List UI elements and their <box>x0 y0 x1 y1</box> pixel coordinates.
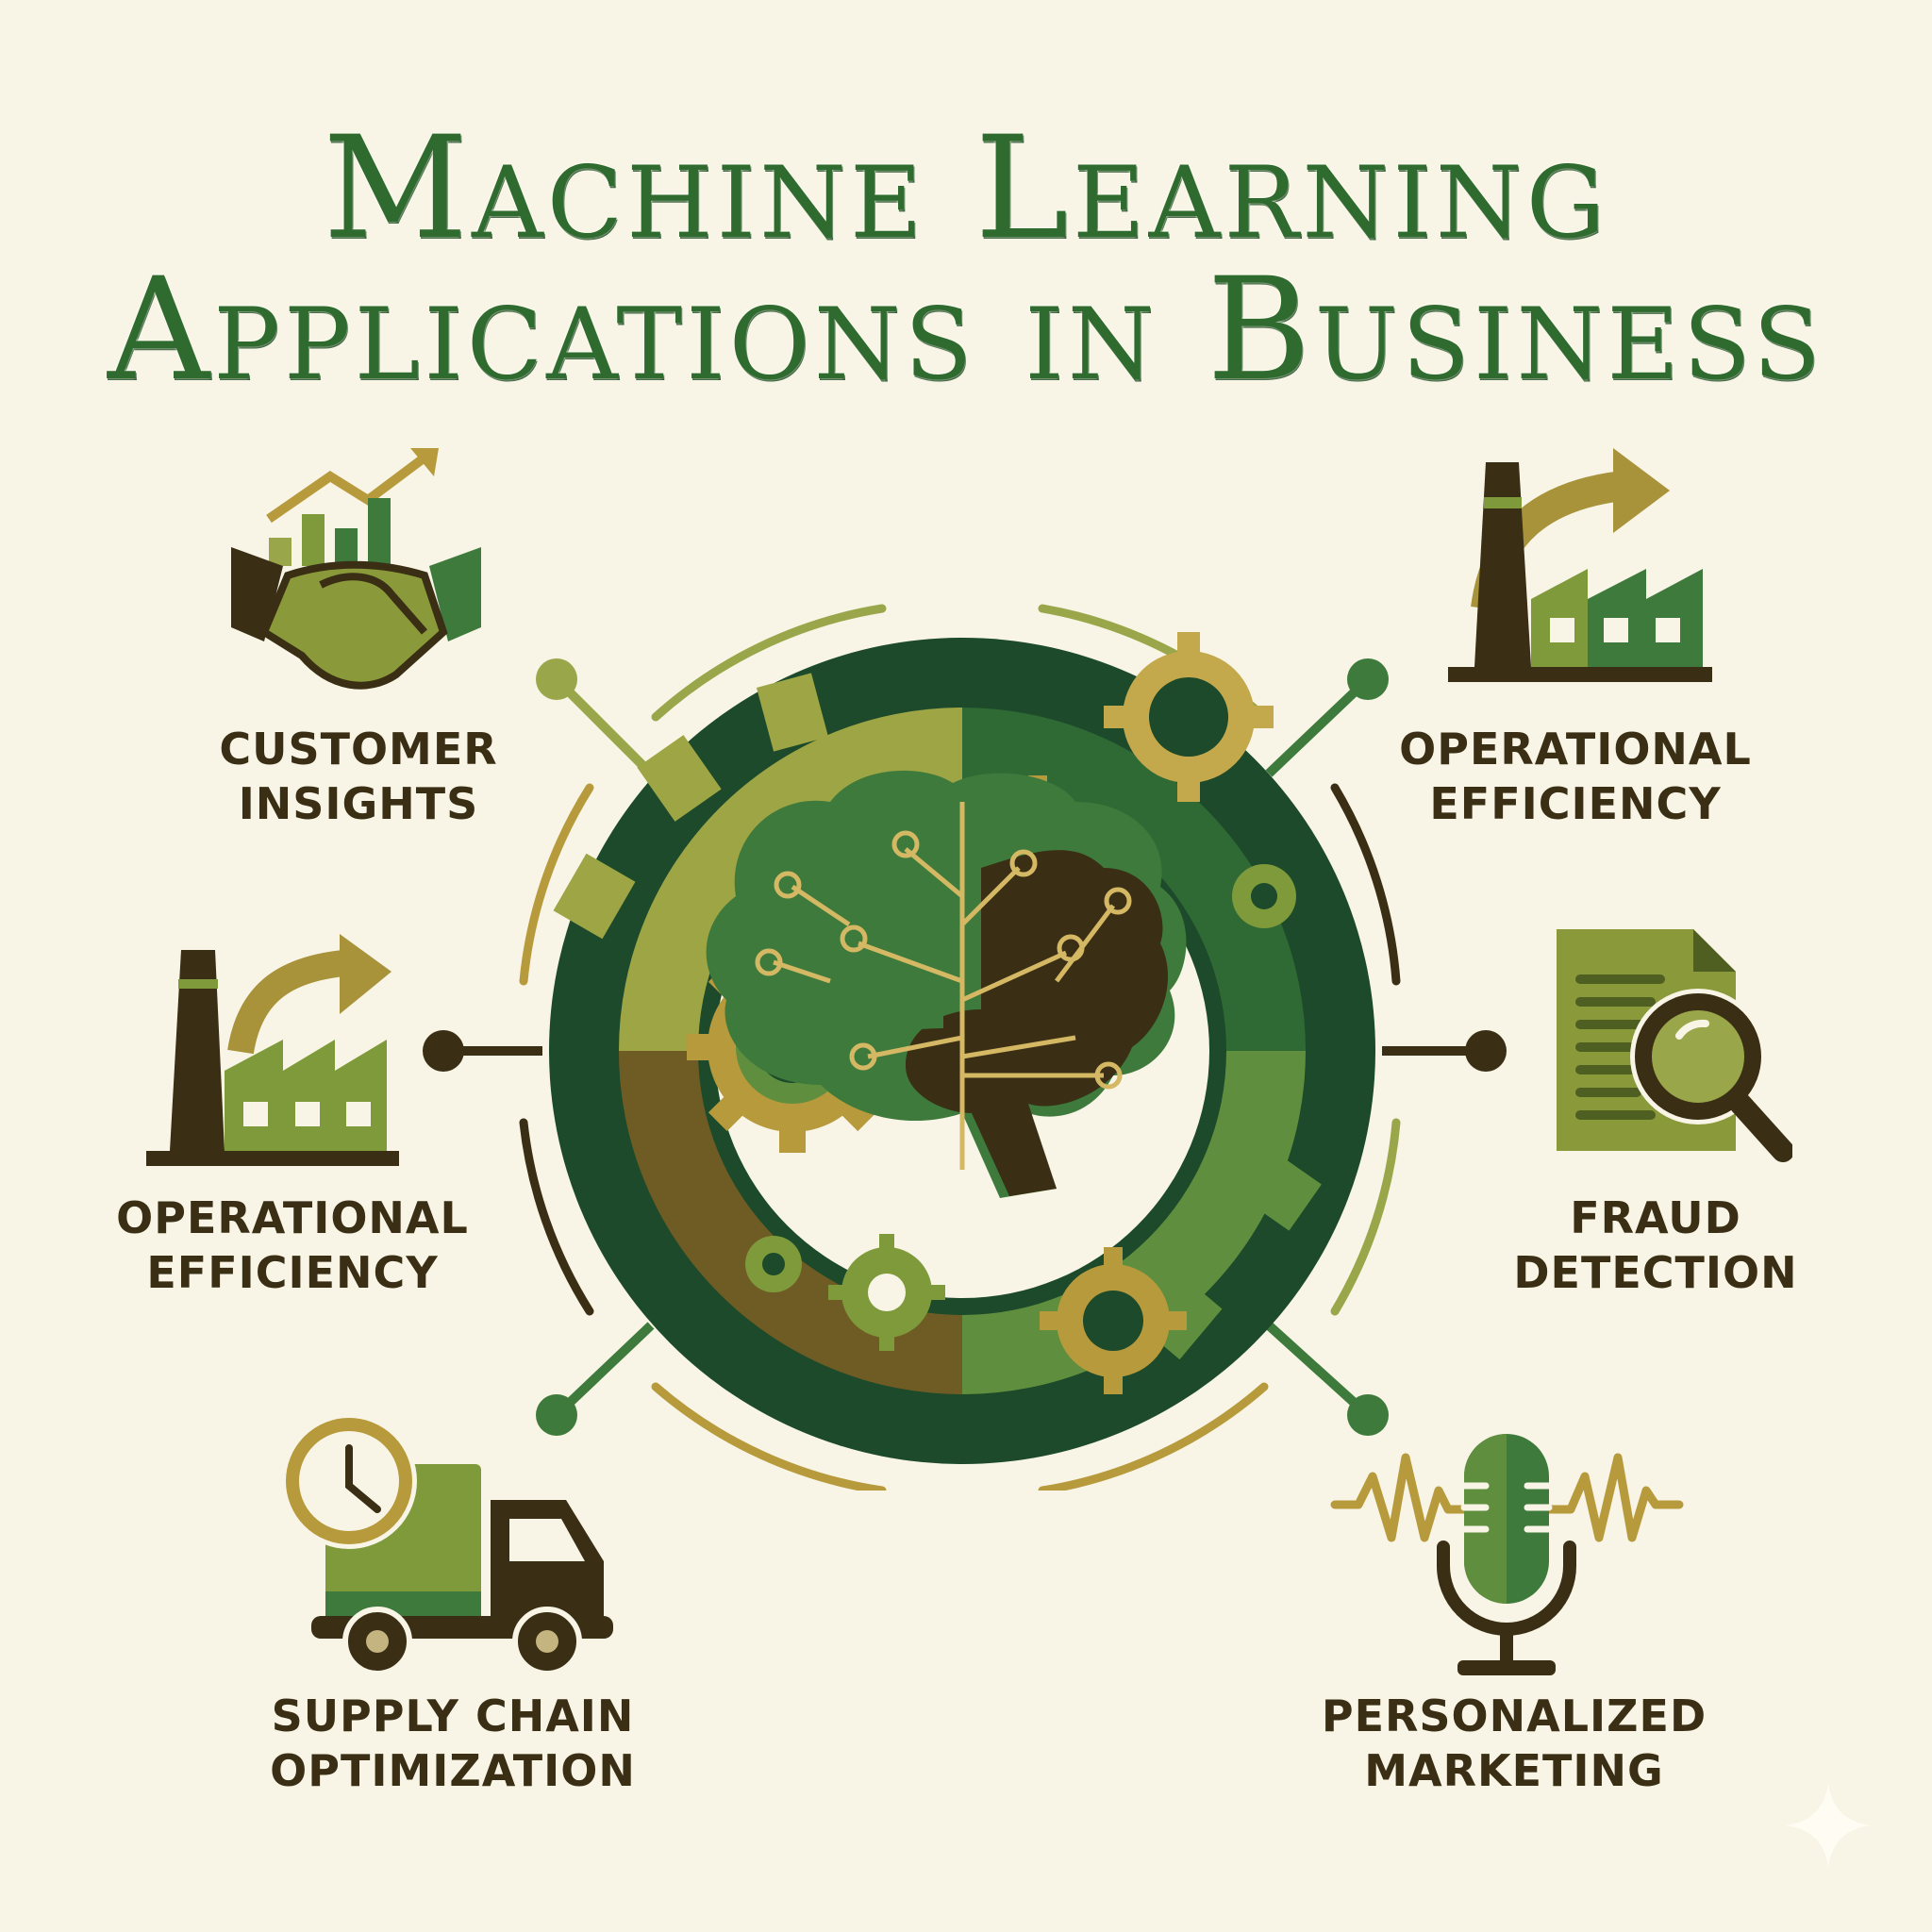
page-title-line-2: Applications in Business <box>107 248 1825 412</box>
sparkle-icon <box>1781 1778 1875 1873</box>
label-supply-chain-optimization: SUPPLY CHAIN OPTIMIZATION <box>270 1690 636 1796</box>
factory-arrow-icon <box>1448 439 1712 693</box>
page-title-line-1: Machine Learning <box>323 107 1609 271</box>
label-operational-efficiency-left: OPERATIONAL EFFICIENCY <box>116 1192 469 1298</box>
label-fraud-detection: FRAUD DETECTION <box>1513 1192 1798 1298</box>
microphone-soundwave-icon <box>1330 1424 1689 1679</box>
label-customer-insights: CUSTOMER INSIGHTS <box>219 724 498 829</box>
label-personalized-marketing: PERSONALIZED MARKETING <box>1321 1690 1707 1796</box>
handshake-chart-icon <box>226 443 491 708</box>
outer-arcs <box>519 604 1401 1491</box>
connector-lines <box>423 658 1507 1436</box>
brain-circuit-icon <box>706 770 1187 1198</box>
label-operational-efficiency-right: OPERATIONAL EFFICIENCY <box>1399 724 1752 829</box>
central-hub <box>415 585 1509 1491</box>
truck-clock-icon <box>283 1410 623 1684</box>
document-magnifier-icon <box>1547 924 1792 1179</box>
factory-arrow-icon <box>146 934 401 1179</box>
